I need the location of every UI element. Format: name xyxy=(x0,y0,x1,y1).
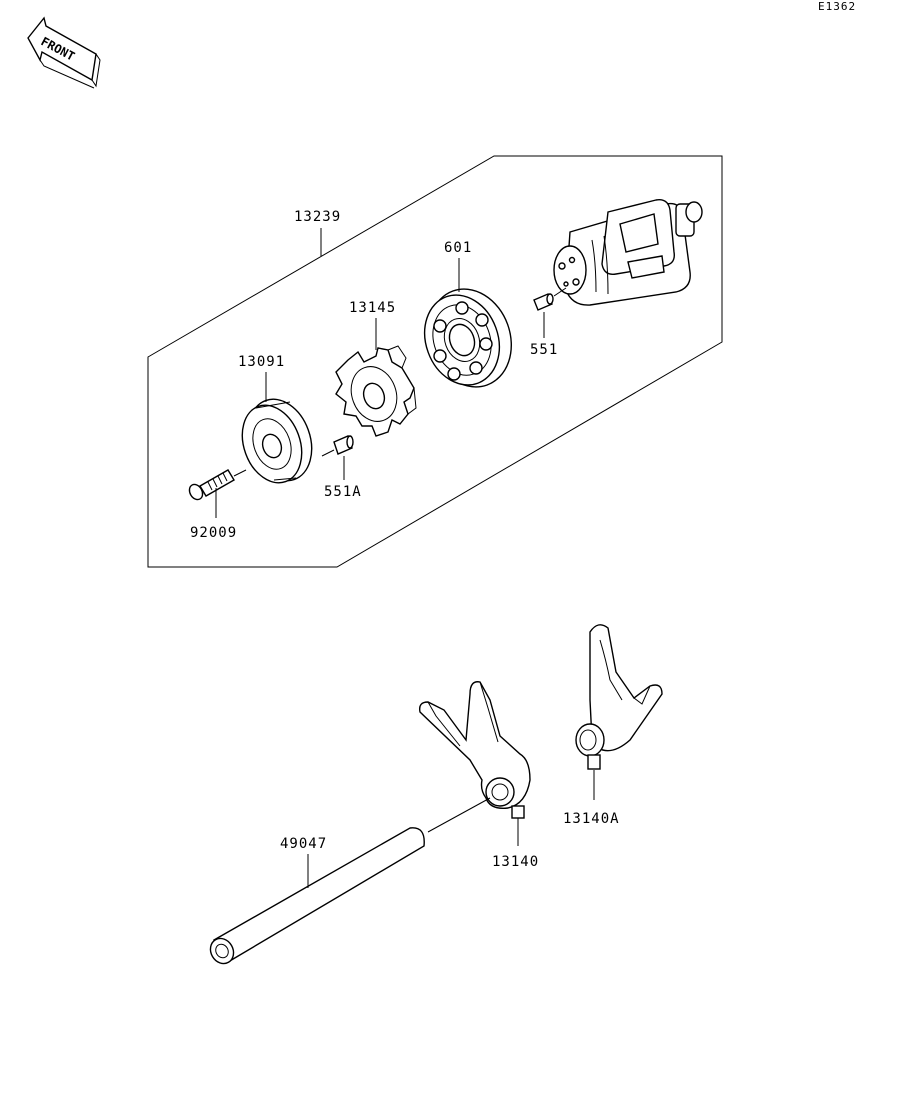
callout-49047[interactable]: 49047 xyxy=(280,836,327,852)
shift-fork-13140a[interactable] xyxy=(575,624,663,770)
callout-13145[interactable]: 13145 xyxy=(349,300,396,316)
callout-13239[interactable]: 13239 xyxy=(294,209,341,225)
shift-drum[interactable] xyxy=(553,199,703,306)
callout-551a[interactable]: 551A xyxy=(324,484,362,500)
shaft-49047[interactable] xyxy=(206,827,425,968)
callout-601[interactable]: 601 xyxy=(444,240,472,256)
diagram-code: E1362 xyxy=(818,0,856,13)
pin-551[interactable] xyxy=(533,293,554,311)
retainer-13091[interactable] xyxy=(232,390,323,491)
callout-13091[interactable]: 13091 xyxy=(238,354,285,370)
callout-551[interactable]: 551 xyxy=(530,342,558,358)
shift-fork-13140[interactable] xyxy=(418,681,531,819)
callout-92009[interactable]: 92009 xyxy=(190,525,237,541)
cam-plate-13145[interactable] xyxy=(335,345,417,437)
front-arrow-icon: FRONT xyxy=(27,16,101,89)
assembly-boundary xyxy=(147,155,723,568)
pin-551a[interactable] xyxy=(333,435,354,455)
callout-13140[interactable]: 13140 xyxy=(492,854,539,870)
bearing-601[interactable] xyxy=(412,277,524,398)
callout-13140a[interactable]: 13140A xyxy=(563,811,620,827)
screw-92009[interactable] xyxy=(187,469,235,502)
